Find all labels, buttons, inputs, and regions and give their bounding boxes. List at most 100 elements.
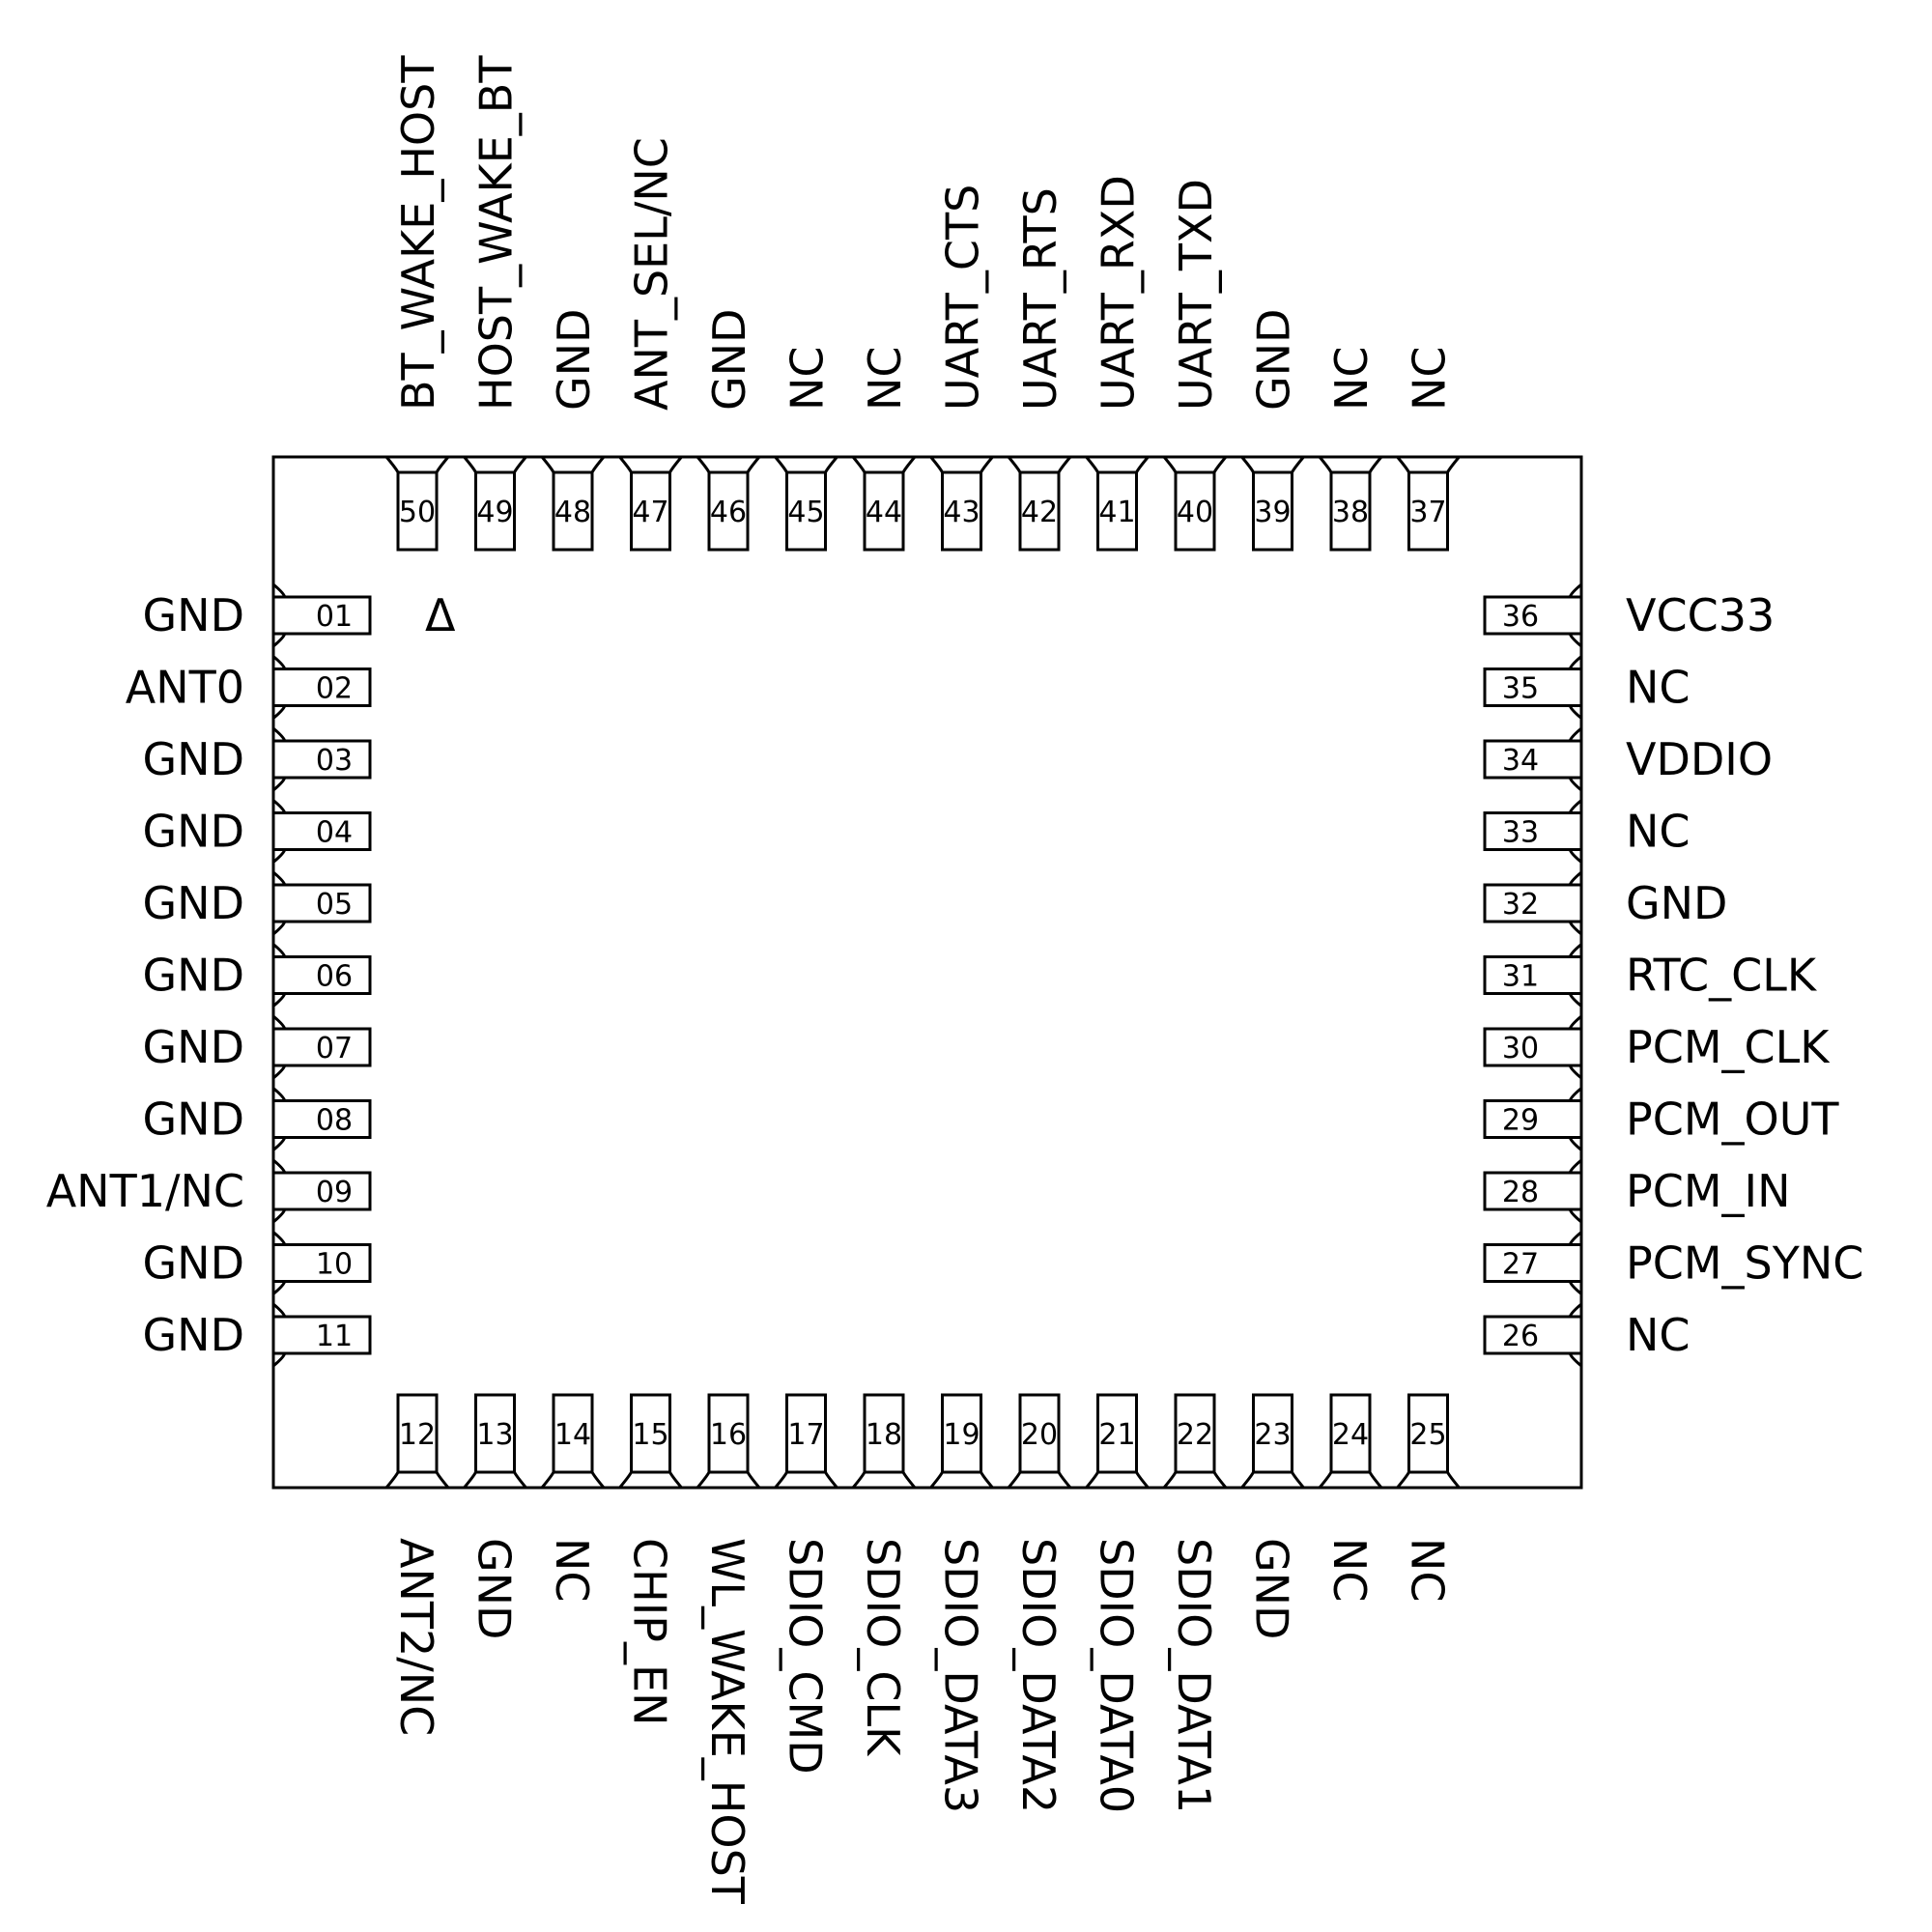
- pin-pad: [1174, 470, 1216, 552]
- pin-label-gnd: GND: [143, 733, 244, 785]
- pin-pad: [474, 1393, 516, 1474]
- pin-number: 49: [476, 496, 513, 529]
- pin-number: 22: [1177, 1418, 1213, 1452]
- pin-pad: [271, 1099, 372, 1139]
- pin-number: 25: [1409, 1418, 1446, 1452]
- pin-label-gnd: GND: [143, 1094, 244, 1146]
- pin-number: 40: [1177, 496, 1213, 529]
- pin-number: 33: [1502, 816, 1539, 850]
- pin-47: 47 ANT_SEL/NC: [618, 137, 683, 552]
- pin-number: 11: [316, 1320, 353, 1353]
- pin-number: 36: [1502, 600, 1539, 634]
- pin-pad: [1483, 1171, 1583, 1211]
- pin-26: 26 NC: [1483, 1302, 1690, 1368]
- pin-08: 08 GND: [143, 1087, 372, 1151]
- pin-label-nc: NC: [1323, 1538, 1376, 1603]
- pin-label-sdio-data3: SDIO_DATA3: [935, 1538, 987, 1813]
- pin-pad: [630, 1393, 671, 1474]
- pin-pad: [707, 470, 750, 552]
- pin-label-gnd: GND: [1246, 1538, 1298, 1639]
- pin-number: 31: [1502, 960, 1539, 994]
- pin-label-gnd: GND: [143, 877, 244, 929]
- pin-label-pcm-in: PCM_IN: [1626, 1165, 1791, 1217]
- pin-pad: [271, 1027, 372, 1067]
- pin-label-nc: NC: [1404, 346, 1456, 411]
- pin-number: 21: [1098, 1418, 1135, 1452]
- pin-label-ant-sel-nc: ANT_SEL/NC: [626, 137, 678, 411]
- pin-number: 26: [1502, 1320, 1539, 1353]
- pin-number: 05: [316, 888, 353, 922]
- pin-number: 50: [399, 496, 436, 529]
- pin-number: 37: [1409, 496, 1446, 529]
- pin-label-sdio-data1: SDIO_DATA1: [1168, 1538, 1220, 1813]
- pin-label-sdio-data2: SDIO_DATA2: [1012, 1538, 1065, 1813]
- pin-pad: [1329, 470, 1372, 552]
- pin-label-uart-txd: UART_TXD: [1170, 179, 1222, 411]
- pin-label-uart-rxd: UART_RXD: [1093, 175, 1145, 411]
- pin-number: 07: [316, 1032, 353, 1065]
- pin-label-vddio: VDDIO: [1626, 733, 1773, 785]
- pin-pad: [552, 470, 594, 552]
- pin-number: 15: [632, 1418, 668, 1452]
- pin-label-sdio-clk: SDIO_CLK: [857, 1538, 909, 1757]
- pin-label-nc: NC: [1626, 1309, 1690, 1361]
- pin-number: 47: [632, 496, 668, 529]
- pin-label-nc: NC: [1325, 346, 1378, 411]
- pin-label-ant0: ANT0: [126, 662, 244, 714]
- pin-label-chip-en: CHIP_EN: [624, 1538, 676, 1726]
- pin-number: 28: [1502, 1176, 1539, 1209]
- pin-label-gnd: GND: [469, 1538, 521, 1639]
- pin-number: 29: [1502, 1104, 1539, 1138]
- pin-pad: [1483, 1027, 1583, 1067]
- pin-pad: [474, 470, 516, 552]
- pin-label-gnd: GND: [548, 309, 600, 411]
- pin-number: 32: [1502, 888, 1539, 922]
- pin-pad: [1483, 883, 1583, 923]
- pin-number: 41: [1098, 496, 1135, 529]
- pin-label-gnd: GND: [1248, 309, 1300, 411]
- pin-label-nc: NC: [1402, 1538, 1454, 1603]
- pin-41: 41 UART_RXD: [1085, 175, 1150, 552]
- pin-number: 13: [476, 1418, 513, 1452]
- pin-label-gnd: GND: [143, 1021, 244, 1073]
- pin-pad: [1483, 1243, 1583, 1283]
- pin-label-pcm-sync: PCM_SYNC: [1626, 1237, 1863, 1290]
- pin-label-gnd: GND: [143, 1309, 244, 1361]
- pin-label-gnd: GND: [143, 1237, 244, 1290]
- pin-pad: [1407, 470, 1449, 552]
- pin-number: 17: [787, 1418, 824, 1452]
- pin-label-sdio-cmd: SDIO_CMD: [780, 1538, 832, 1775]
- pin-07: 07 GND: [143, 1014, 372, 1080]
- pin-pad: [863, 470, 905, 552]
- pin-number: 44: [866, 496, 902, 529]
- pin-number: 08: [316, 1104, 353, 1138]
- pin-number: 19: [943, 1418, 980, 1452]
- pin-pad: [1483, 1315, 1583, 1355]
- pin-group: 01GND02ANT003GND04GND05GND06GND07GND08GN…: [46, 55, 1864, 1905]
- pin-label-host-wake-bt: HOST_WAKE_BT: [470, 55, 523, 411]
- pin-pad: [396, 1393, 439, 1474]
- pin-number: 24: [1332, 1418, 1369, 1452]
- pin-pad: [941, 1393, 982, 1474]
- pin-pad: [1483, 955, 1583, 995]
- pin-number: 16: [710, 1418, 747, 1452]
- pin-pad: [1483, 595, 1583, 636]
- pin-40: 40 UART_TXD: [1162, 179, 1228, 552]
- pin-label-nc: NC: [859, 346, 911, 411]
- pin-pad: [271, 1171, 372, 1211]
